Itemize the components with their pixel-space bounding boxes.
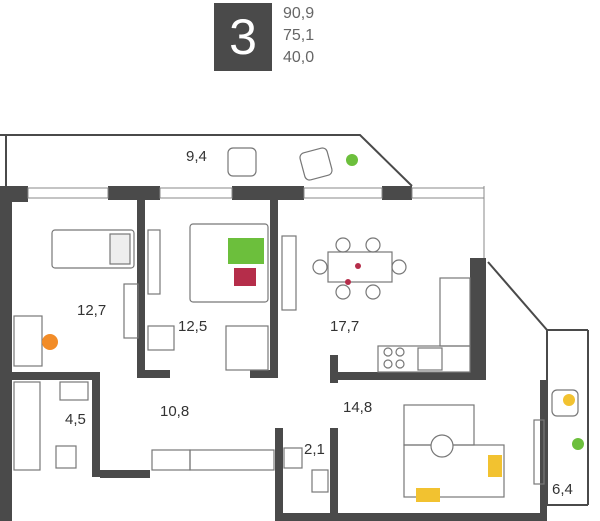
room-area-bedroom-mid: 12,5: [178, 318, 207, 335]
room-area-kitchen: 17,7: [330, 318, 359, 335]
area-summary: 90,9 75,1 40,0: [283, 3, 314, 69]
room-area-balcony-top: 9,4: [186, 148, 207, 165]
rooms-count: 3: [229, 9, 257, 65]
room-area-hall: 10,8: [160, 403, 189, 420]
living-area: 40,0: [283, 49, 315, 66]
room-area-wc: 2,1: [304, 441, 325, 458]
room-area-living: 14,8: [343, 399, 372, 416]
furniture: [13, 147, 584, 502]
balcony-right-outline: [487, 261, 589, 506]
room-area-bathroom: 4,5: [65, 411, 86, 428]
walls: [0, 186, 547, 521]
balcony-top-outline: [0, 134, 413, 187]
rooms-count-badge: 3: [214, 3, 272, 71]
total-area: 90,9: [283, 5, 315, 22]
room-area-bedroom-left: 12,7: [77, 302, 106, 319]
living-area-with: 75,1: [283, 27, 315, 44]
windows: [27, 186, 485, 258]
room-area-balcony-right: 6,4: [552, 481, 573, 498]
